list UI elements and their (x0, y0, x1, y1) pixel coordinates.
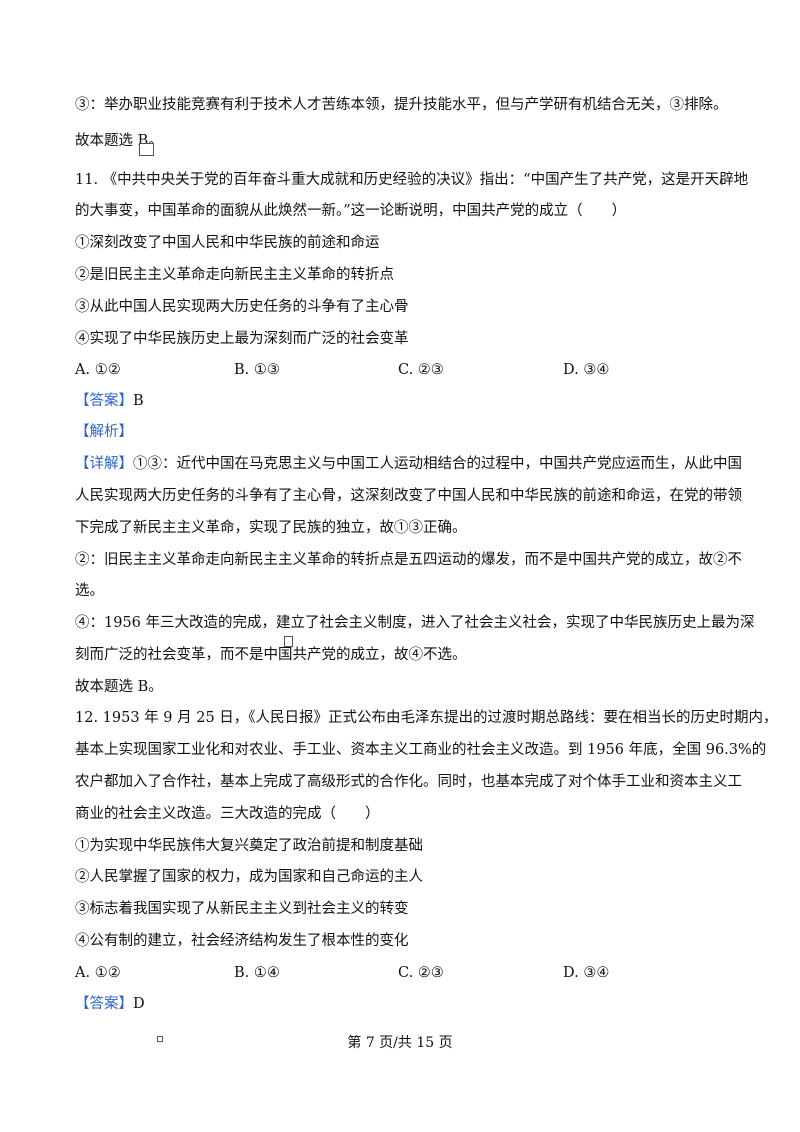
answer-value: D (133, 996, 145, 1012)
q12-option-c: C. ②③ (398, 965, 444, 981)
q12-item-1: ①为实现中华民族伟大复兴奠定了政治前提和制度基础 (75, 838, 423, 854)
q12-option-a: A. ①② (75, 965, 121, 981)
q11-detail-line-5: 选。 (75, 583, 104, 599)
small-box-icon (157, 1036, 163, 1042)
q11-item-3: ③从此中国人民实现两大历史任务的斗争有了主心骨 (75, 299, 409, 315)
q11-stem-line-2: 的大事变，中国革命的面貌从此焕然一新。”这一论断说明，中国共产党的成立（ ） (75, 203, 627, 219)
answer-tag: 【答案】 (75, 393, 133, 409)
page-number: 第 7 页/共 15 页 (347, 1035, 453, 1051)
small-box-icon (139, 143, 154, 156)
q12-stem-line-4: 商业的社会主义改造。三大改造的完成（ ） (75, 806, 380, 822)
small-box-icon (284, 636, 293, 647)
q11-detail-line-1: 【详解】①③：近代中国在马克思主义与中国工人运动相结合的过程中，中国共产党应运而… (75, 454, 742, 474)
q11-detail-line-7: 刻而广泛的社会变革，而不是中国共产党的成立，故④不选。 (75, 647, 467, 663)
q11-item-1: ①深刻改变了中国人民和中华民族的前途和命运 (75, 235, 380, 251)
q11-option-c: C. ②③ (398, 362, 444, 378)
q11-detail-line-4: ②：旧民主主义革命走向新民主主义革命的转折点是五四运动的爆发，而不是中国共产党的… (75, 552, 742, 568)
q11-option-b: B. ①③ (234, 362, 280, 378)
q11-conclusion: 故本题选 B。 (75, 679, 163, 695)
q11-stem-line-1: 11. 《中共中央关于党的百年奋斗重大成就和历史经验的决议》指出：“中国产生了共… (75, 172, 749, 188)
q11-option-d: D. ③④ (563, 362, 610, 378)
q12-stem-line-3: 农户都加入了合作社，基本上完成了高级形式的合作化。同时，也基本完成了对个体手工业… (75, 774, 742, 790)
answer-tag: 【答案】 (75, 996, 133, 1012)
answer-value: B (133, 393, 144, 409)
q11-detail-line-2: 人民实现两大历史任务的斗争有了主心骨，这深刻改变了中国人民和中华民族的前途和命运… (75, 488, 742, 504)
q11-answer: 【答案】B (75, 391, 144, 411)
q11-detail-line-3: 下完成了新民主主义革命，实现了民族的独立，故①③正确。 (75, 520, 467, 536)
q11-analysis-tag: 【解析】 (75, 424, 133, 440)
q11-item-4: ④实现了中华民族历史上最为深刻而广泛的社会变革 (75, 331, 409, 347)
q12-answer: 【答案】D (75, 994, 145, 1014)
q11-detail-line-6: ④：1956 年三大改造的完成，建立了社会主义制度，进入了社会主义社会，实现了中… (75, 615, 755, 631)
q12-item-3: ③标志着我国实现了从新民主主义到社会主义的转变 (75, 901, 409, 917)
prev-analysis-3: ③：举办职业技能竞赛有利于技术人才苦练本领，提升技能水平，但与产学研有机结合无关… (75, 97, 728, 113)
q12-stem-line-1: 12. 1953 年 9 月 25 日，《人民日报》正式公布由毛泽东提出的过渡时… (75, 710, 778, 726)
q11-option-a: A. ①② (75, 362, 121, 378)
detail-text: ①③：近代中国在马克思主义与中国工人运动相结合的过程中，中国共产党应运而生，从此… (133, 456, 742, 472)
q11-item-2: ②是旧民主主义革命走向新民主主义革命的转折点 (75, 267, 394, 283)
detail-tag: 【详解】 (75, 456, 133, 472)
q12-item-4: ④公有制的建立，社会经济结构发生了根本性的变化 (75, 933, 409, 949)
q12-item-2: ②人民掌握了国家的权力，成为国家和自己命运的主人 (75, 869, 423, 885)
q12-option-b: B. ①④ (234, 965, 280, 981)
q12-option-d: D. ③④ (563, 965, 610, 981)
q12-stem-line-2: 基本上实现国家工业化和对农业、手工业、资本主义工商业的社会主义改造。到 1956… (75, 742, 767, 758)
